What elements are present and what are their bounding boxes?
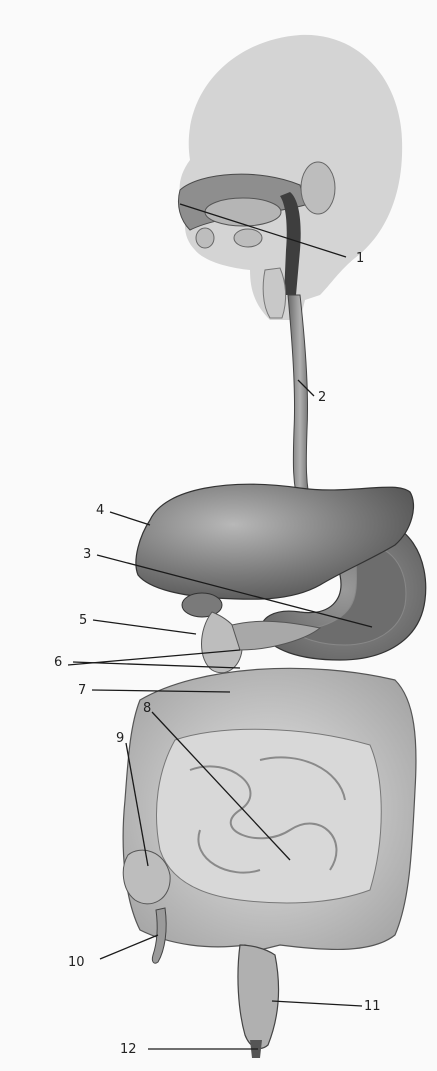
label-10: 10	[68, 955, 85, 970]
label-9: 9	[116, 731, 124, 746]
label-12: 12	[120, 1042, 137, 1057]
label-11: 11	[364, 999, 381, 1014]
label-4: 4	[96, 503, 104, 518]
leader-line-4	[110, 512, 150, 525]
parotid-gland	[301, 162, 335, 214]
leader-line-11	[272, 1001, 362, 1006]
small-intestine	[156, 729, 381, 903]
rectum	[238, 945, 279, 1048]
label-1: 1	[356, 251, 364, 266]
larynx	[263, 268, 285, 318]
sublingual-gland	[196, 228, 214, 248]
label-8: 8	[143, 701, 151, 716]
leader-line-10	[100, 935, 158, 959]
leader-line-5	[93, 620, 196, 634]
label-7: 7	[78, 683, 86, 698]
label-5: 5	[79, 613, 87, 628]
duodenum	[202, 612, 243, 673]
label-6: 6	[54, 655, 62, 670]
submandibular-gland	[234, 229, 262, 247]
label-2: 2	[318, 390, 326, 405]
tongue	[205, 198, 281, 226]
label-3: 3	[83, 547, 91, 562]
esophagus	[288, 295, 312, 510]
